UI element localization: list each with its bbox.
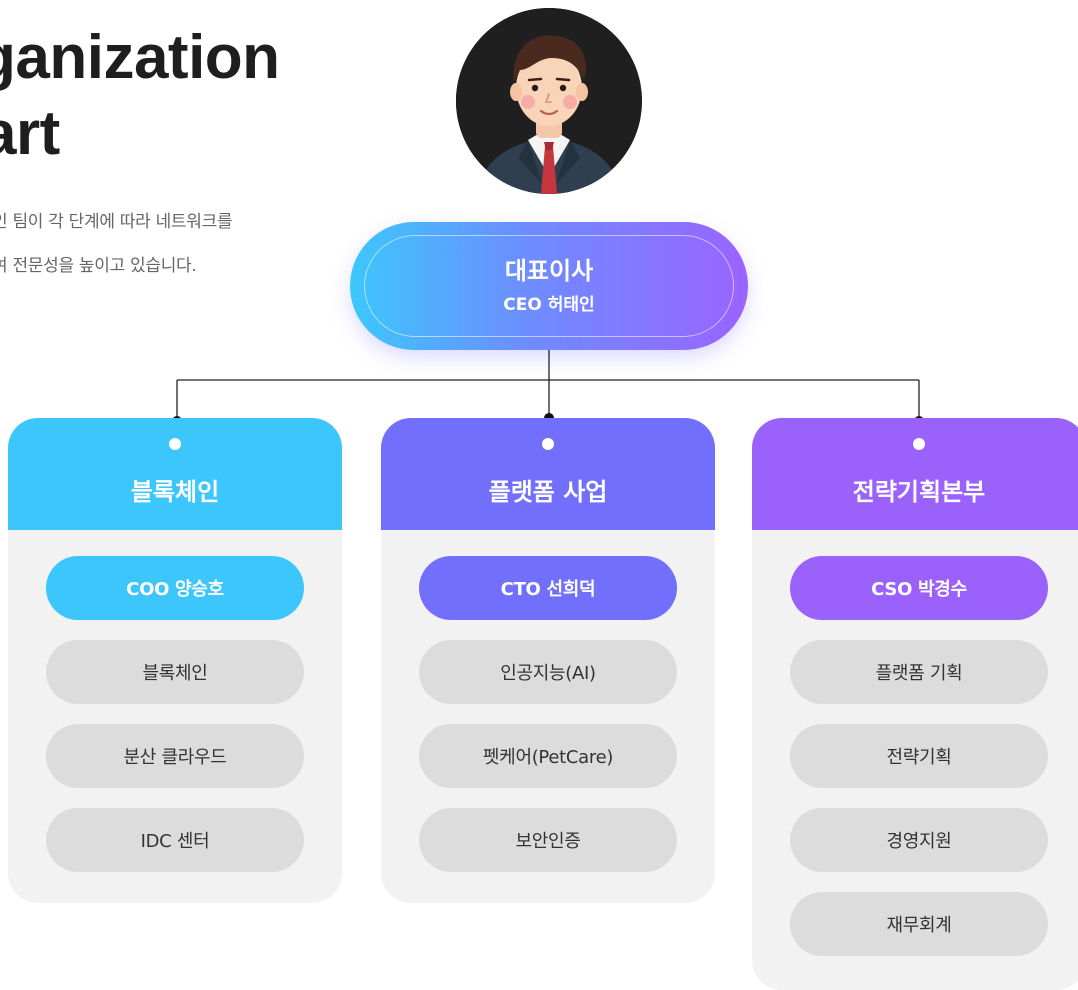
department-title: 블록체인 xyxy=(130,478,220,506)
page-title-line1: ganization xyxy=(0,23,280,92)
page-title-line2: art xyxy=(0,99,60,168)
team-item: 인공지능(AI) xyxy=(419,640,677,704)
page-description: 인 팀이 각 단계에 따라 네트워크를 여 전문성을 높이고 있습니다. xyxy=(0,200,233,288)
team-item: 재무회계 xyxy=(790,892,1048,956)
team-item: 분산 클라우드 xyxy=(46,724,304,788)
header-dot xyxy=(913,438,925,450)
team-item: 플랫폼 기획 xyxy=(790,640,1048,704)
header-dot xyxy=(542,438,554,450)
page-title: ganization art xyxy=(0,20,280,172)
header-dot xyxy=(169,438,181,450)
department-card-strategy: 전략기획본부 CSO 박경수 플랫폼 기획 전략기획 경영지원 재무회계 xyxy=(752,418,1078,990)
team-item: 경영지원 xyxy=(790,808,1048,872)
team-item: 블록체인 xyxy=(46,640,304,704)
ceo-box: 대표이사 CEO 허태인 xyxy=(350,222,748,350)
ceo-box-inner: 대표이사 CEO 허태인 xyxy=(364,235,734,337)
team-item: 펫케어(PetCare) xyxy=(419,724,677,788)
department-lead: CTO 선희덕 xyxy=(419,556,677,620)
department-body: COO 양승호 블록체인 분산 클라우드 IDC 센터 xyxy=(8,530,342,903)
department-card-blockchain: 블록체인 COO 양승호 블록체인 분산 클라우드 IDC 센터 xyxy=(8,418,342,903)
department-header: 전략기획본부 xyxy=(752,418,1078,530)
department-lead: CSO 박경수 xyxy=(790,556,1048,620)
ceo-avatar xyxy=(456,8,642,194)
team-item: 전략기획 xyxy=(790,724,1048,788)
department-body: CTO 선희덕 인공지능(AI) 펫케어(PetCare) 보안인증 xyxy=(381,530,715,903)
department-body: CSO 박경수 플랫폼 기획 전략기획 경영지원 재무회계 xyxy=(752,530,1078,990)
department-header: 플랫폼 사업 xyxy=(381,418,715,530)
ceo-role: 대표이사 xyxy=(504,257,594,285)
department-title: 플랫폼 사업 xyxy=(488,478,608,506)
team-item: IDC 센터 xyxy=(46,808,304,872)
department-header: 블록체인 xyxy=(8,418,342,530)
department-lead: COO 양승호 xyxy=(46,556,304,620)
person-illustration-icon xyxy=(456,8,642,194)
department-card-platform: 플랫폼 사업 CTO 선희덕 인공지능(AI) 펫케어(PetCare) 보안인… xyxy=(381,418,715,903)
ceo-name: CEO 허태인 xyxy=(503,295,595,315)
department-title: 전략기획본부 xyxy=(852,478,986,506)
description-line1: 인 팀이 각 단계에 따라 네트워크를 xyxy=(0,212,233,232)
team-item: 보안인증 xyxy=(419,808,677,872)
description-line2: 여 전문성을 높이고 있습니다. xyxy=(0,256,197,276)
